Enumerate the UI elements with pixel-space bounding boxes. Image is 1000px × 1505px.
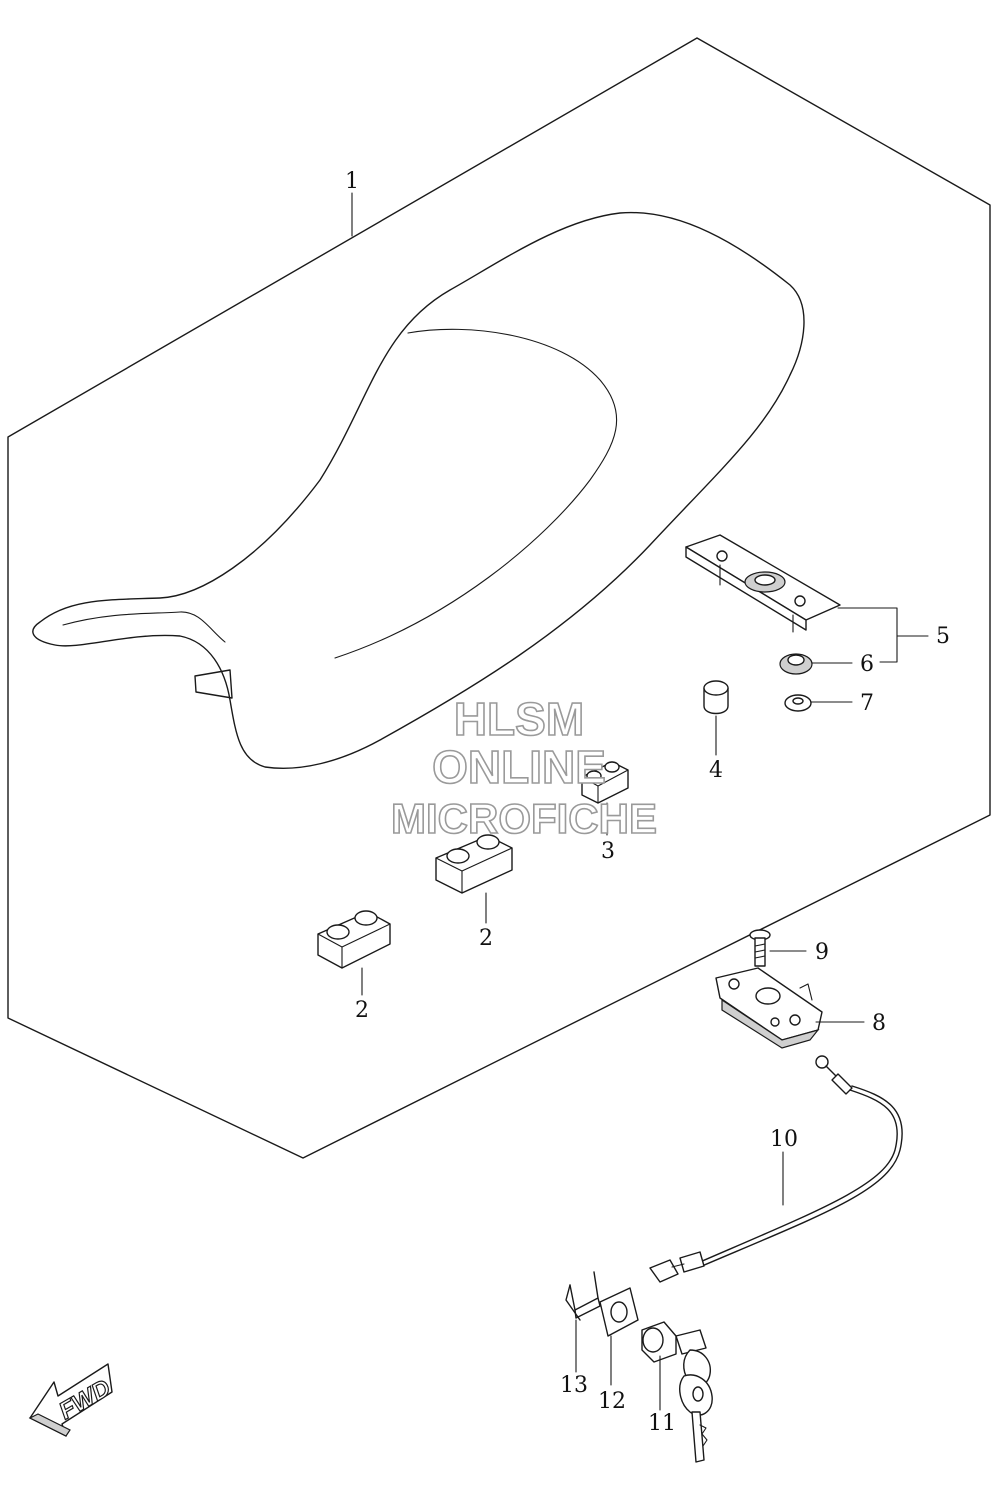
cushion-upper bbox=[435, 834, 513, 894]
seat-bracket bbox=[685, 534, 841, 633]
watermark-line-1: HLSM bbox=[454, 693, 584, 745]
watermark-line-2: ONLINE bbox=[432, 741, 606, 793]
callout-1: 1 bbox=[345, 169, 359, 194]
callout-3: 3 bbox=[601, 839, 615, 864]
callout-7: 7 bbox=[860, 691, 874, 716]
seat-lock bbox=[715, 967, 823, 1049]
lock-plate bbox=[599, 1287, 639, 1337]
callout-12: 12 bbox=[598, 1389, 626, 1414]
callout-2-upper: 2 bbox=[479, 926, 493, 951]
callout-9: 9 bbox=[815, 940, 829, 965]
callouts: 1 2 2 3 4 5 6 7 8 9 10 11 12 13 bbox=[345, 169, 950, 1436]
callout-5: 5 bbox=[936, 624, 950, 649]
cushion-small bbox=[581, 761, 629, 804]
nut bbox=[779, 653, 813, 675]
callout-10: 10 bbox=[770, 1127, 798, 1152]
screw bbox=[749, 929, 771, 967]
kit-boundary bbox=[7, 37, 991, 1159]
callout-2-lower: 2 bbox=[355, 998, 369, 1023]
callout-13: 13 bbox=[560, 1373, 588, 1398]
cushion bbox=[703, 680, 729, 715]
callout-4: 4 bbox=[709, 758, 723, 783]
key-lock-set bbox=[641, 1321, 713, 1463]
seat bbox=[32, 211, 805, 769]
washer bbox=[784, 694, 812, 712]
cushion-lower bbox=[317, 910, 391, 969]
leader-lines bbox=[351, 192, 929, 1411]
clip bbox=[565, 1271, 601, 1321]
callout-11: 11 bbox=[648, 1411, 676, 1436]
forward-arrow-icon: FWD bbox=[28, 1363, 116, 1437]
callout-8: 8 bbox=[872, 1011, 886, 1036]
callout-6: 6 bbox=[860, 652, 874, 677]
watermark: HLSM ONLINE MICROFICHE bbox=[390, 692, 658, 843]
watermark-line-3: MICROFICHE bbox=[391, 795, 657, 842]
lock-cable bbox=[649, 1055, 903, 1283]
